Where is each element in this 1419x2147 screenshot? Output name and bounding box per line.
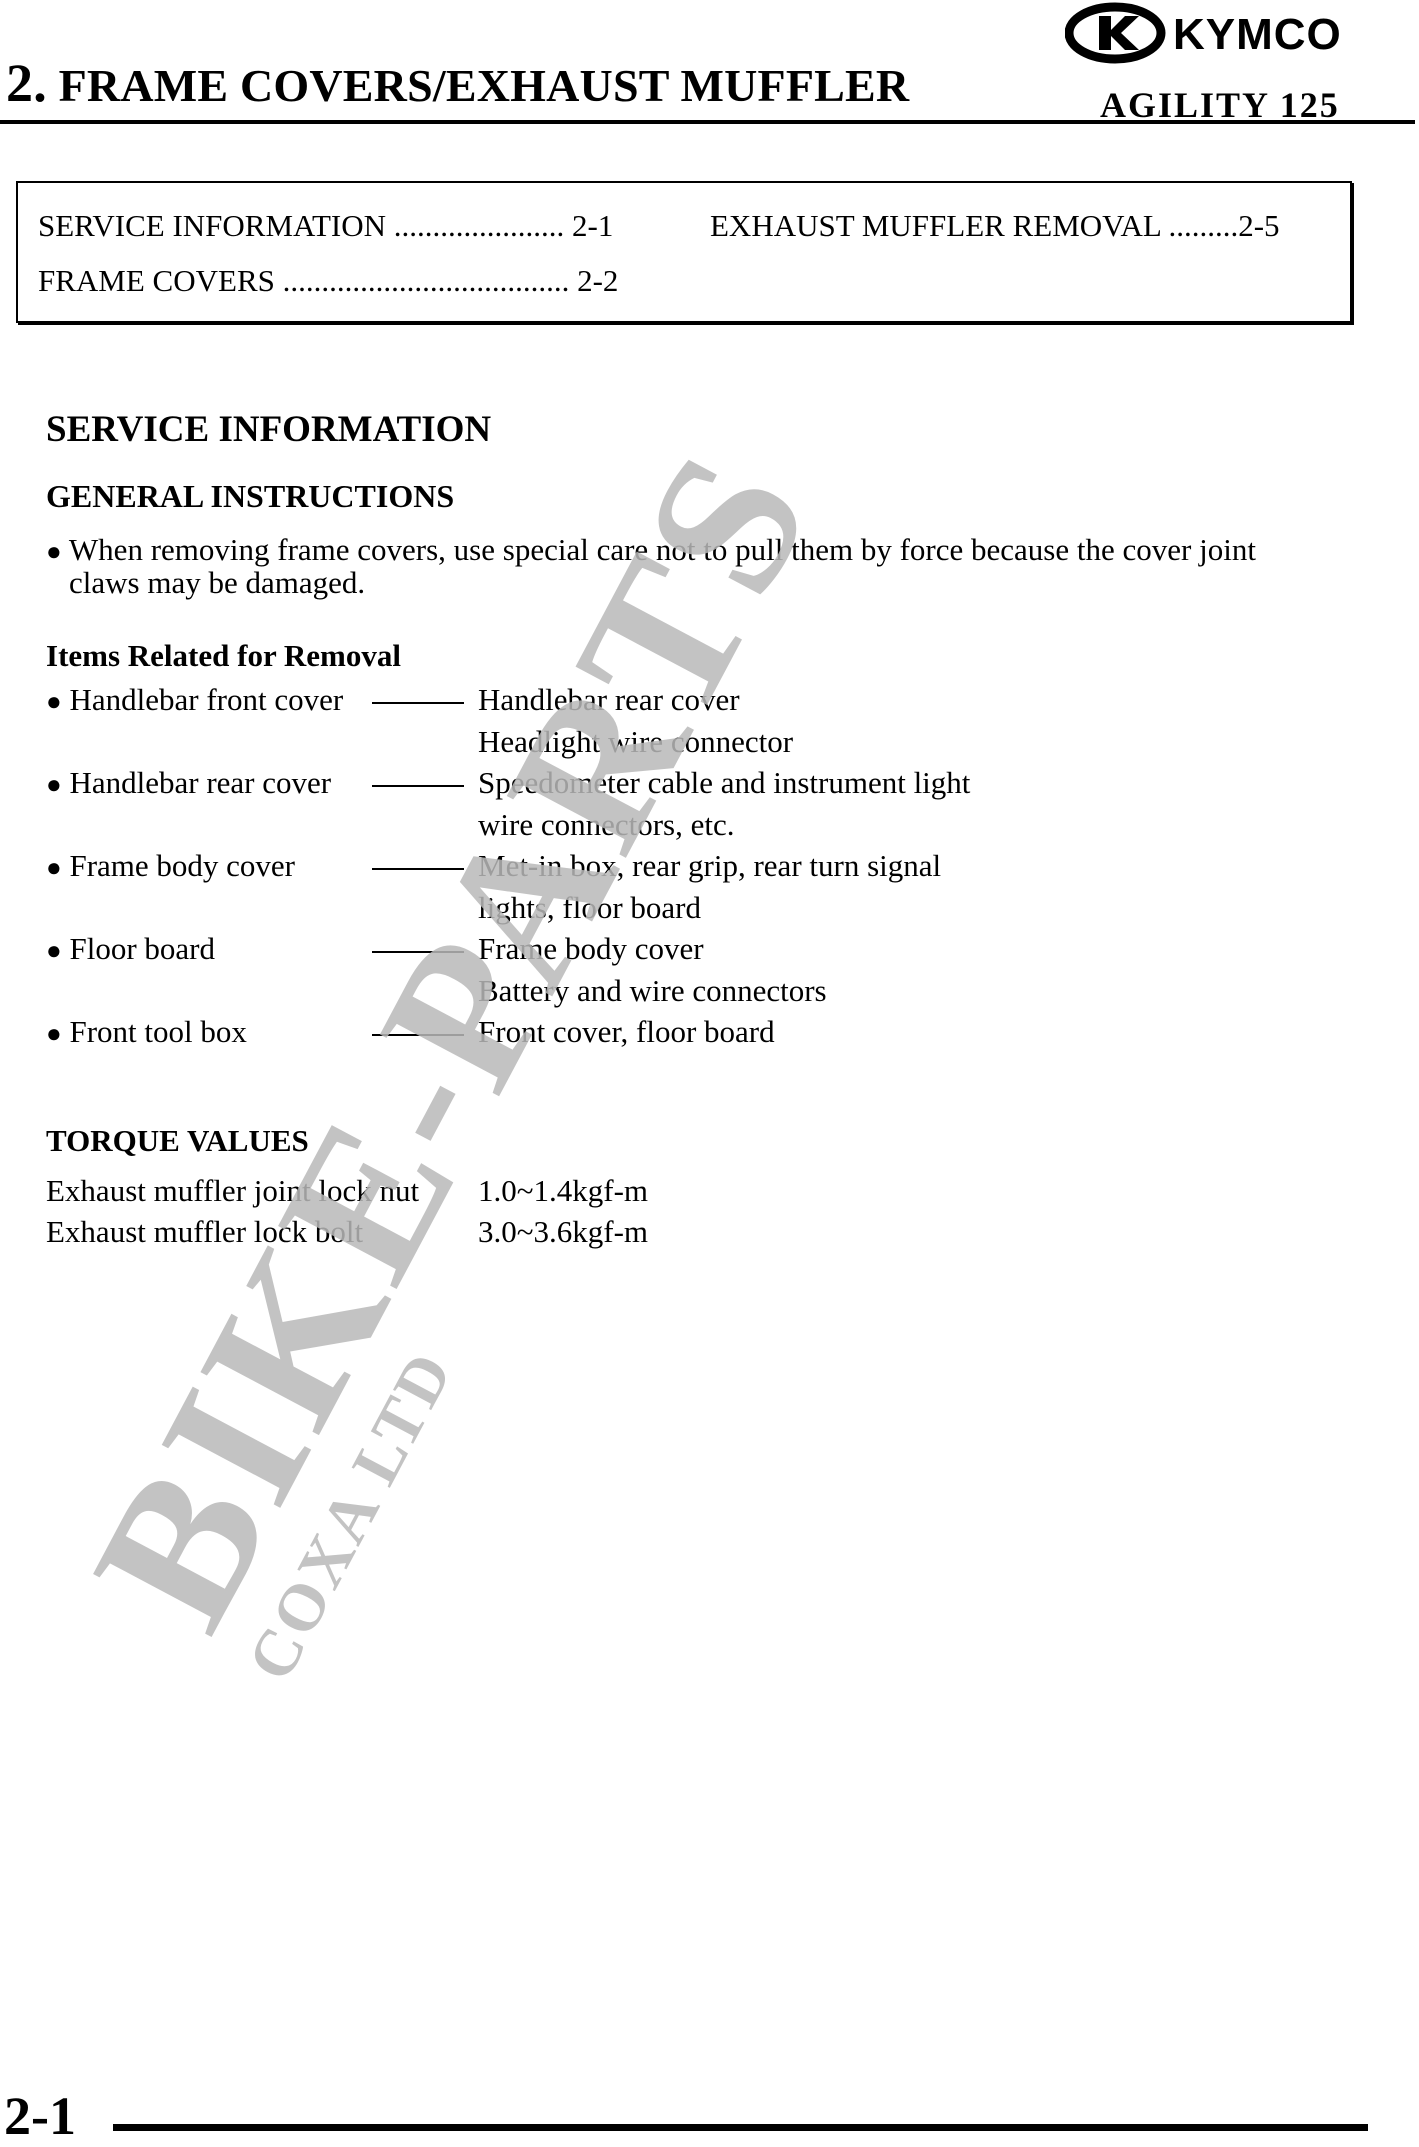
instruction-line-2: claws may be damaged. (69, 565, 366, 600)
footer-rule (113, 2124, 1368, 2131)
instruction-item: ● When removing frame covers, use specia… (46, 532, 1256, 568)
dash-line (372, 868, 464, 870)
list-item: ● Front tool box (46, 1014, 247, 1050)
item-detail: Handlebar rear cover (478, 682, 740, 717)
item-detail: wire connectors, etc. (478, 807, 735, 842)
general-instructions-heading: GENERAL INSTRUCTIONS (46, 478, 455, 514)
item-name: Frame body cover (69, 848, 296, 883)
bullet-icon: ● (46, 687, 62, 716)
toc-entry-frame-covers[interactable]: FRAME COVERS ...........................… (38, 263, 619, 298)
torque-value: 1.0~1.4kgf-m (478, 1173, 649, 1208)
dash-line (372, 951, 464, 953)
list-item: ● Frame body cover (46, 848, 295, 884)
item-name: Handlebar front cover (69, 682, 344, 717)
item-detail: Front cover, floor board (478, 1014, 775, 1049)
page-number: 2-1 (4, 2086, 76, 2146)
toc-entry-service-information[interactable]: SERVICE INFORMATION ....................… (38, 208, 614, 243)
items-heading: Items Related for Removal (46, 638, 401, 673)
chapter-number: 2. (6, 53, 47, 113)
list-item: ● Handlebar front cover (46, 682, 343, 718)
bullet-icon: ● (46, 770, 62, 799)
item-detail: Speedometer cable and instrument light (478, 765, 971, 800)
torque-value: 3.0~3.6kgf-m (478, 1214, 649, 1249)
instruction-line-1: When removing frame covers, use special … (68, 532, 1256, 567)
item-detail: Headlight wire connector (478, 724, 794, 759)
bullet-icon: ● (46, 853, 62, 882)
dash-line (372, 785, 464, 787)
chapter-title-text: FRAME COVERS/EXHAUST MUFFLER (58, 60, 910, 111)
toc-box (16, 181, 1352, 323)
torque-name: Exhaust muffler joint lock nut (46, 1173, 420, 1208)
item-name: Front tool box (69, 1014, 247, 1049)
list-item: ● Handlebar rear cover (46, 765, 331, 801)
kymco-logo: KYMCO (1065, 2, 1342, 64)
model-name: AGILITY 125 (1100, 85, 1340, 125)
section-heading: SERVICE INFORMATION (46, 409, 492, 450)
torque-heading: TORQUE VALUES (46, 1123, 309, 1158)
item-name: Handlebar rear cover (69, 765, 332, 800)
bullet-icon: ● (46, 936, 62, 965)
bullet-icon: ● (46, 1019, 62, 1048)
toc-entry-exhaust-muffler-removal[interactable]: EXHAUST MUFFLER REMOVAL .........2-5 (710, 208, 1280, 243)
item-detail: Battery and wire connectors (478, 973, 827, 1008)
dash-line (372, 1034, 464, 1036)
list-item: ● Floor board (46, 931, 215, 967)
item-name: Floor board (69, 931, 215, 966)
dash-line (372, 702, 464, 704)
header-rule (0, 120, 1415, 124)
chapter-title: 2. FRAME COVERS/EXHAUST MUFFLER (6, 52, 909, 114)
torque-name: Exhaust muffler lock bolt (46, 1214, 364, 1249)
watermark-sub: COXA LTD (234, 1339, 468, 1692)
item-detail: lights, floor board (478, 890, 701, 925)
bullet-icon: ● (46, 537, 62, 566)
item-detail: Met-in box, rear grip, rear turn signal (478, 848, 942, 883)
brand-text: KYMCO (1173, 10, 1342, 59)
item-detail: Frame body cover (478, 931, 704, 966)
